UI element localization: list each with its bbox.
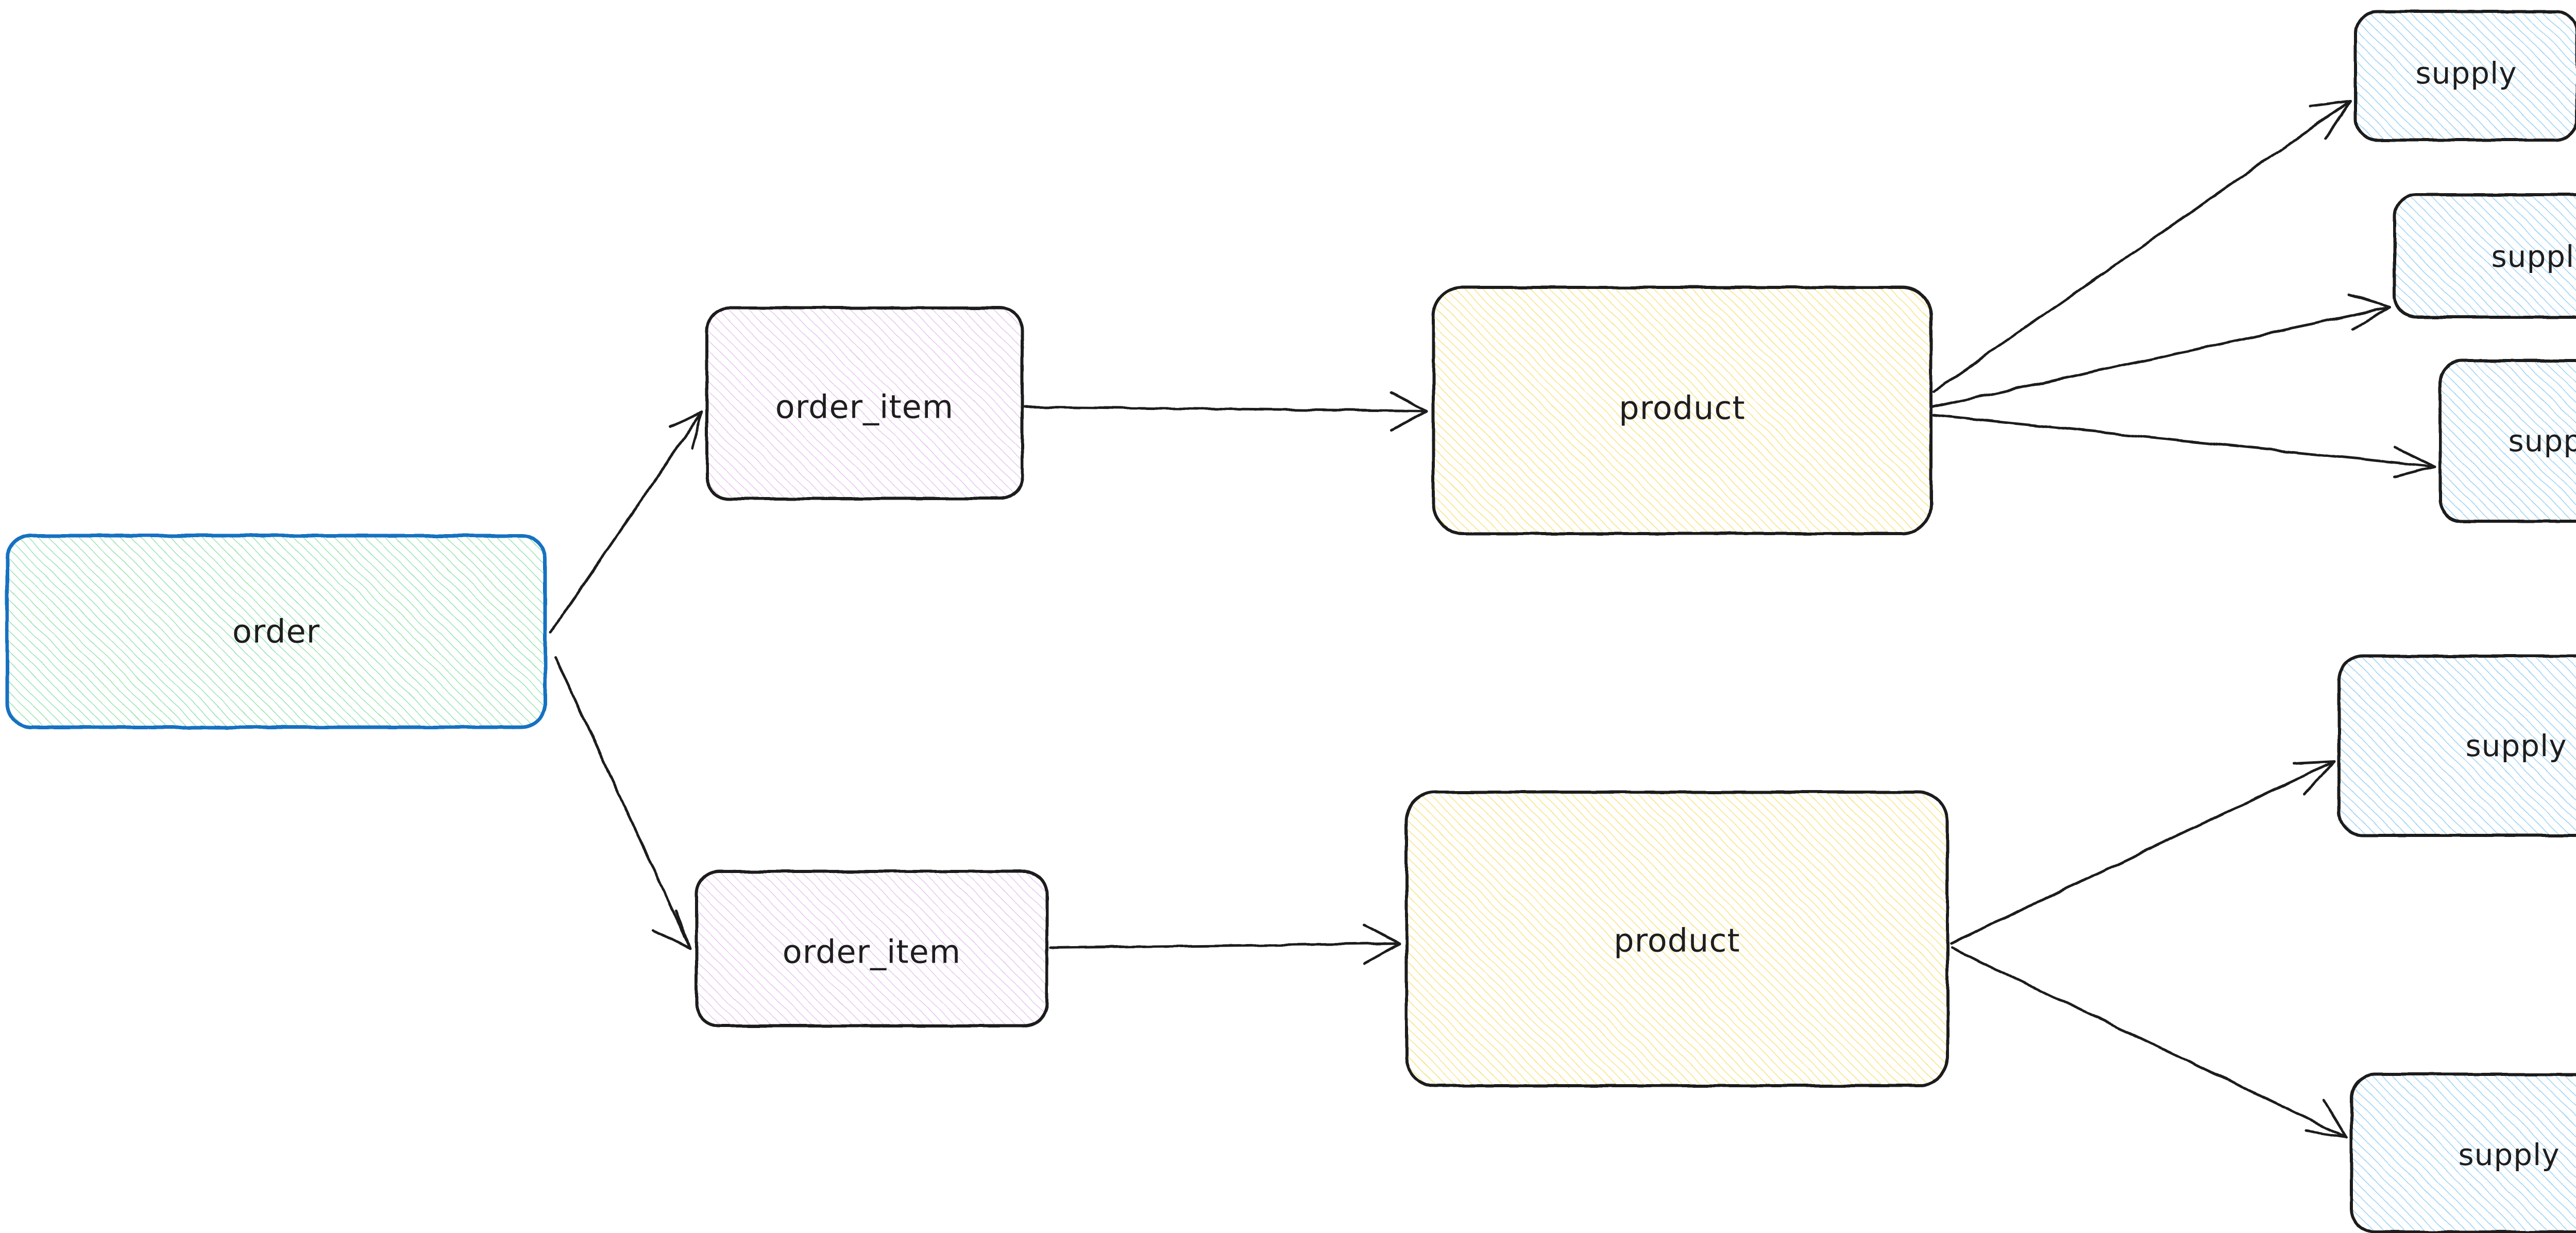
node-supply-2[interactable]: supply <box>2393 193 2576 319</box>
node-product-bottom-shape[interactable] <box>1405 791 1949 1087</box>
node-product-top[interactable]: product <box>1432 286 1933 535</box>
node-supply-1-label: supply <box>2415 56 2517 91</box>
node-order-item-bottom-label: order_item <box>783 933 961 971</box>
node-order-shape[interactable] <box>5 534 547 729</box>
node-product-top-shape[interactable] <box>1432 286 1933 535</box>
edge-product-top-to-supply-1 <box>1933 99 2352 393</box>
edge-order-item-bottom-to-product-bottom <box>1049 923 1402 965</box>
node-order-item-bottom-shape[interactable] <box>695 870 1048 1028</box>
node-supply-3-shape[interactable] <box>2438 359 2576 523</box>
node-supply-4[interactable]: supply <box>2337 655 2576 837</box>
node-order-item-top-shape[interactable] <box>705 306 1024 500</box>
edge-order-item-top-to-product-top <box>1024 391 1429 432</box>
edge-product-bottom-to-supply-5 <box>1950 946 2348 1139</box>
node-supply-3-label: supply <box>2508 423 2576 458</box>
node-product-bottom[interactable]: product <box>1405 791 1949 1087</box>
node-product-bottom-label: product <box>1614 922 1740 960</box>
edge-order-to-order-item-bottom <box>554 656 692 950</box>
node-supply-3[interactable]: supply <box>2438 359 2576 523</box>
node-order-item-bottom[interactable]: order_item <box>695 870 1048 1028</box>
node-supply-5-label: supply <box>2458 1137 2560 1172</box>
node-supply-5-shape[interactable] <box>2350 1073 2576 1233</box>
edges-layer <box>549 99 2436 1139</box>
node-order[interactable]: order <box>5 534 547 729</box>
node-supply-5[interactable]: supply <box>2350 1073 2576 1233</box>
edge-order-to-order-item-top <box>549 410 703 634</box>
node-product-top-label: product <box>1619 389 1745 427</box>
node-order-item-top[interactable]: order_item <box>705 306 1024 500</box>
node-supply-4-shape[interactable] <box>2337 655 2576 837</box>
node-supply-2-label: supply <box>2491 239 2576 274</box>
node-supply-2-shape[interactable] <box>2393 193 2576 319</box>
node-supply-4-label: supply <box>2465 728 2567 763</box>
node-order-item-top-label: order_item <box>775 388 954 426</box>
edge-product-top-to-supply-2 <box>1931 293 2391 408</box>
node-supply-1[interactable]: supply <box>2354 10 2576 142</box>
node-order-label: order <box>232 613 320 650</box>
edge-product-top-to-supply-3 <box>1931 414 2436 478</box>
node-supply-1-shape[interactable] <box>2354 10 2576 142</box>
edge-product-bottom-to-supply-4 <box>1949 760 2335 945</box>
